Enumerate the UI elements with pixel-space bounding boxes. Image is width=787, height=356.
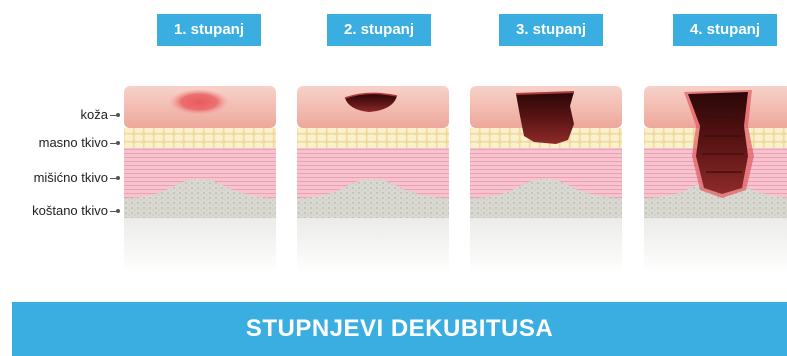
arrow-icon [110, 143, 118, 144]
redness-mark [169, 89, 229, 115]
label-muscle: mišićno tkivo [0, 170, 118, 185]
stage-1-illustration [124, 86, 276, 274]
stage-3-illustration [470, 86, 622, 274]
page-title: STUPNJEVI DEKUBITUSA [12, 302, 787, 356]
label-muscle-text: mišićno tkivo [34, 170, 108, 185]
stage-1-label: 1. stupanj [157, 14, 261, 46]
stage-3-label: 3. stupanj [499, 14, 603, 46]
label-fat-text: masno tkivo [39, 135, 108, 150]
stage-4-illustration [644, 86, 787, 274]
label-skin: koža [0, 107, 118, 122]
wound-shape [516, 92, 574, 144]
label-fat: masno tkivo [0, 135, 118, 150]
stage-4-label: 4. stupanj [673, 14, 777, 46]
stage-2-label: 2. stupanj [327, 14, 431, 46]
label-bone-text: koštano tkivo [32, 203, 108, 218]
label-skin-text: koža [81, 107, 108, 122]
arrow-icon [110, 178, 118, 179]
arrow-icon [110, 211, 118, 212]
label-bone: koštano tkivo [0, 203, 118, 218]
stage-2-illustration [297, 86, 449, 274]
arrow-icon [110, 115, 118, 116]
